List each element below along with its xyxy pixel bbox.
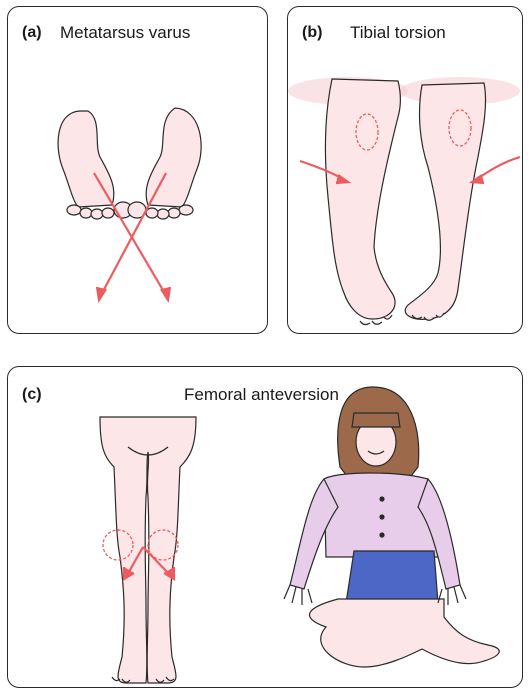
panel-tibial-torsion: (b) Tibial torsion bbox=[287, 6, 523, 334]
femoral-anteversion-illustration bbox=[8, 367, 524, 689]
right-leg bbox=[405, 83, 485, 320]
panel-femoral-anteversion: (c) Femoral anteversion bbox=[7, 366, 523, 688]
metatarsus-varus-illustration bbox=[8, 7, 269, 335]
standing-legs bbox=[100, 417, 196, 683]
left-foot-sole bbox=[58, 111, 132, 219]
panel-metatarsus-varus: (a) Metatarsus varus bbox=[7, 6, 268, 334]
left-leg bbox=[325, 79, 400, 325]
right-foot-sole bbox=[128, 108, 201, 219]
w-sitting-child bbox=[284, 387, 499, 667]
tibial-torsion-illustration bbox=[288, 7, 524, 335]
